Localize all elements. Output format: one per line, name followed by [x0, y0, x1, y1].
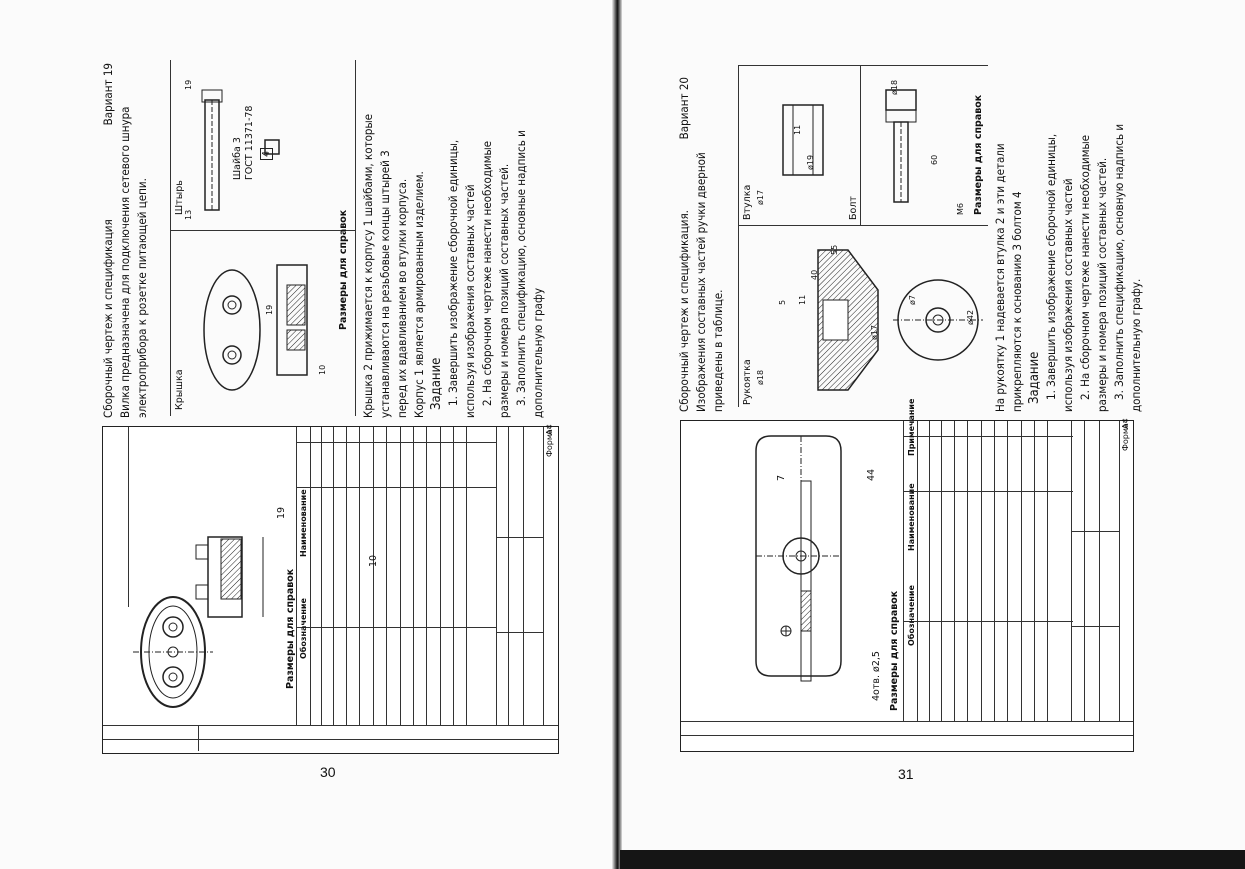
left-sizes-note: Размеры для справок — [338, 209, 349, 330]
book-gutter — [612, 0, 622, 869]
right-body-text: На рукоятку 1 надевается втулка 2 и эти … — [992, 52, 1145, 412]
left-shaft-dim-13: 13 — [184, 209, 193, 220]
left-table-header-designation: Обозначение — [299, 598, 308, 659]
right-page-number: 31 — [898, 766, 914, 782]
left-parts-table: Крышка Штырь 19 13 19 10 Шай — [170, 60, 356, 416]
right-table-header-designation: Обозначение — [907, 585, 916, 646]
right-text-block: Сборочный чертеж и спецификация. Вариант… — [676, 52, 727, 412]
right-handle-dim-40: 40 — [810, 269, 819, 280]
right-handle-dim-d7: ø7 — [908, 295, 917, 305]
left-washer-label: Шайба 3 — [232, 137, 243, 180]
right-desc-line-1: Изображения составных частей ручки дверн… — [694, 152, 708, 412]
right-bolt-dim-d18: ø18 — [890, 79, 899, 95]
right-bushing-dim-d17: ø17 — [756, 189, 765, 205]
right-drawing-holes: 4отв. ø2,5 — [871, 651, 882, 701]
left-header: Сборочный чертеж и спецификация — [101, 219, 115, 418]
right-part-name-1: Рукоятка — [742, 359, 753, 405]
right-header: Сборочный чертеж и спецификация. — [677, 210, 691, 412]
right-desc-line-2: приведены в таблице. — [711, 289, 725, 412]
left-variant: Вариант 19 — [101, 63, 115, 126]
right-table-header-name: Наименование — [907, 483, 916, 551]
right-bolt-dim-60: 60 — [930, 154, 939, 165]
right-variant: Вариант 20 — [677, 77, 691, 140]
right-handle-dim-d42: ø42 — [966, 309, 975, 325]
left-shaft-dim-19: 19 — [184, 79, 193, 90]
right-bushing-dim-d19: ø19 — [806, 154, 815, 170]
left-text-block: Сборочный чертеж и спецификация Вариант … — [100, 58, 151, 418]
left-marker: 4 — [260, 147, 273, 160]
left-body-text: Крышка 2 прижимается к корпусу 1 шайбами… — [360, 58, 547, 418]
right-bolt-dim-m6: M6 — [956, 203, 965, 215]
left-washer-gost: ГОСТ 11371-78 — [244, 105, 255, 180]
right-sizes-note: Размеры для справок — [973, 94, 984, 215]
left-desc-line-2: электроприбора к розетке питающей цепи. — [135, 178, 149, 418]
right-task-title: Задание — [1027, 351, 1042, 404]
left-drawing-dim-19: 19 — [276, 506, 287, 519]
left-assembly-drawing-frame: 19 10 Размеры для справок Обозначение На… — [102, 424, 559, 754]
right-handle-dim-5: 5 — [778, 299, 787, 305]
left-assembly-sketch — [133, 536, 264, 708]
left-page-number: 30 — [320, 764, 336, 780]
right-assembly-drawing-frame: 44 7 4отв. ø2,5 Размеры для справок Обоз… — [680, 399, 1134, 752]
left-cover-dim-19: 19 — [265, 304, 274, 315]
right-drawing-sizes-note: Размеры для справок — [889, 590, 900, 711]
left-table-header-name: Наименование — [299, 489, 308, 557]
right-table-header-note: Примечание — [907, 398, 916, 456]
left-cover-dim-10: 10 — [318, 364, 327, 375]
left-desc-line-1: Вилка предназначена для подключения сете… — [118, 106, 132, 418]
right-part-name-2: Втулка — [742, 184, 753, 220]
right-handle-dim-55: 55 — [830, 244, 839, 255]
right-bushing-dim-11: 11 — [793, 124, 802, 135]
right-assembly-sketch — [755, 435, 842, 682]
right-handle-dim-11: 11 — [798, 294, 807, 305]
scan-edge — [620, 850, 1245, 869]
right-handle-dim-d18: ø18 — [756, 369, 765, 385]
right-drawing-dim-7: 7 — [776, 474, 787, 481]
right-parts-table: Рукоятка Втулка Болт ø18 5 — [738, 65, 988, 407]
right-stamp-a4: А4 — [1121, 418, 1130, 429]
left-task-title: Задание — [429, 357, 444, 410]
left-stamp-a4: А4 — [545, 424, 554, 435]
left-drawing-sizes-note: Размеры для справок — [285, 568, 296, 689]
right-drawing-dim-44: 44 — [866, 468, 877, 481]
right-handle-dim-d17: ø17 — [870, 324, 879, 340]
left-drawing-dim-10: 10 — [368, 554, 379, 567]
